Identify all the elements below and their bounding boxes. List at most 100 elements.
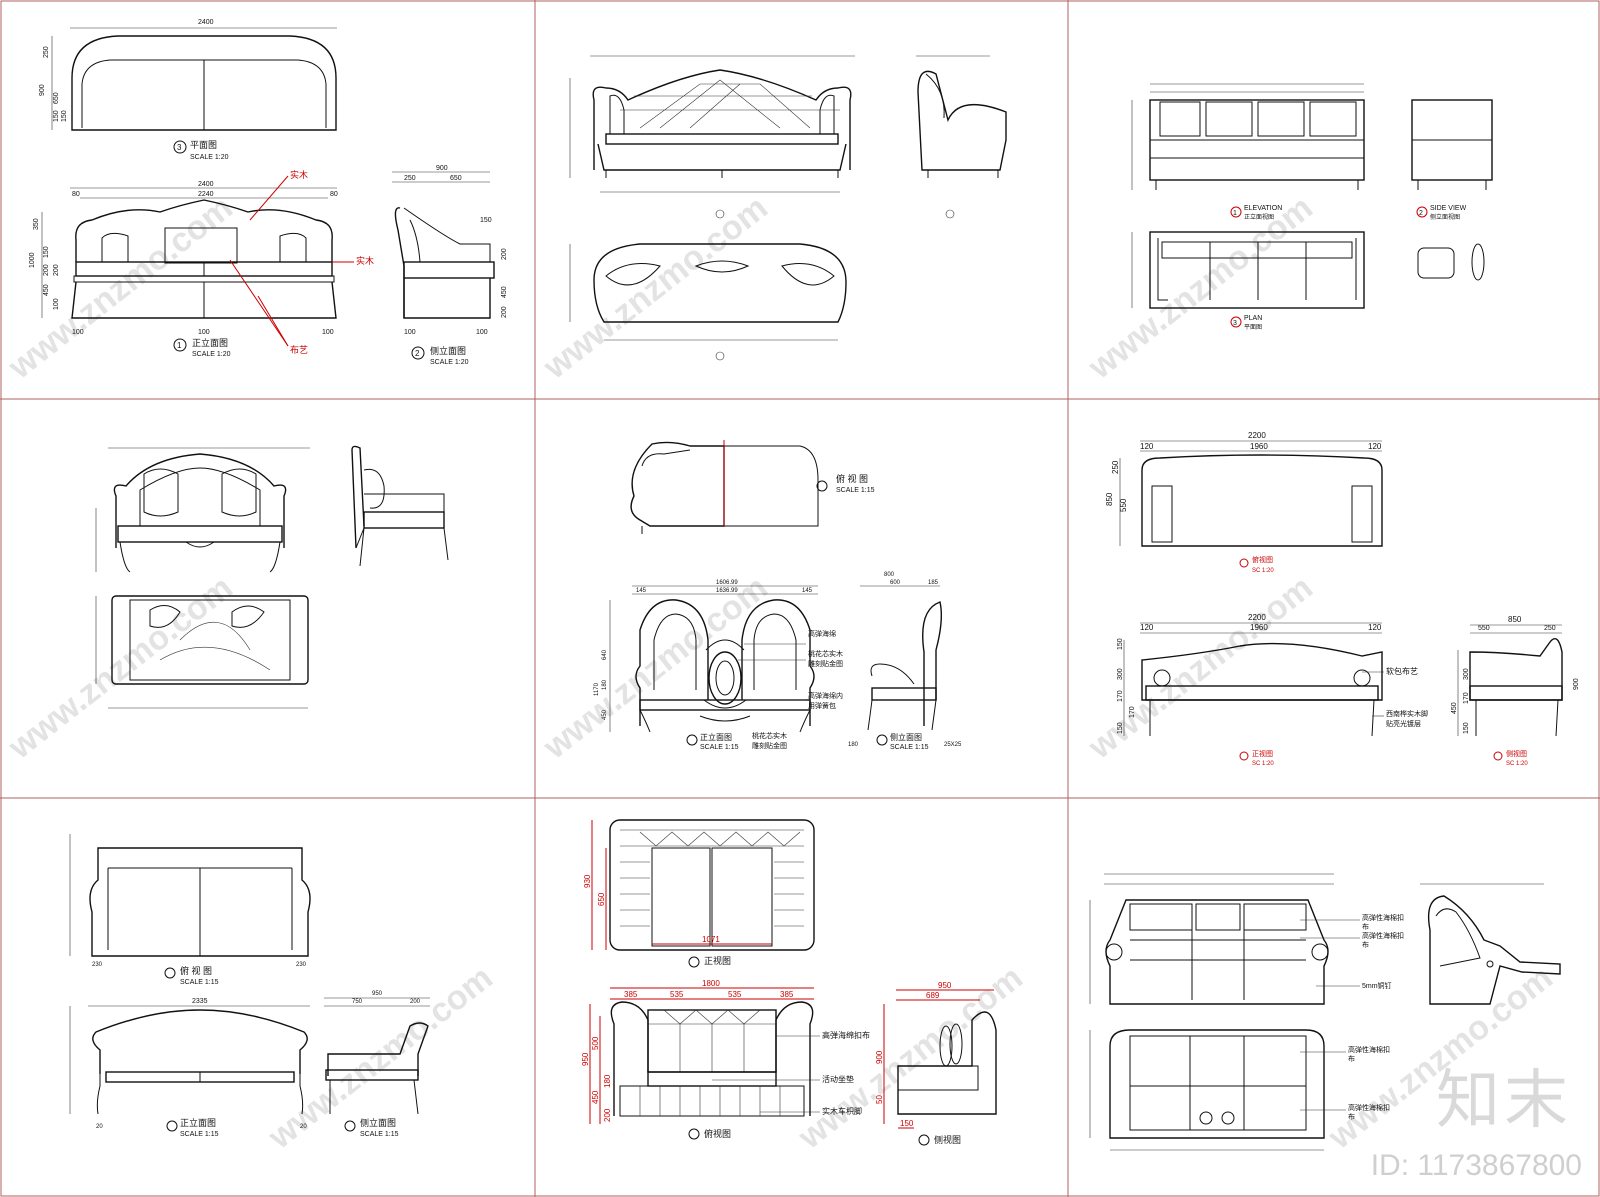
svg-text:正立面视图: 正立面视图 xyxy=(1244,213,1274,221)
svg-text:正立面图: 正立面图 xyxy=(700,732,732,742)
svg-text:1636.99: 1636.99 xyxy=(716,588,738,594)
svg-text:550: 550 xyxy=(1119,498,1128,512)
svg-text:100: 100 xyxy=(198,329,210,336)
svg-text:桃花芯实木: 桃花芯实木 xyxy=(808,649,843,658)
svg-text:正立面图: 正立面图 xyxy=(180,1117,216,1128)
svg-text:俯 视 图: 俯 视 图 xyxy=(836,473,868,484)
svg-text:100: 100 xyxy=(72,329,84,336)
svg-text:1000: 1000 xyxy=(29,252,36,268)
svg-text:SC 1:20: SC 1:20 xyxy=(1252,568,1274,574)
svg-text:侧视图: 侧视图 xyxy=(934,1134,961,1145)
svg-text:200: 200 xyxy=(43,264,50,276)
svg-text:385: 385 xyxy=(780,990,794,999)
panel-7-simple-sofa: 230 230 俯 视 图 SCALE 1:15 2335 20 20 正立面图… xyxy=(69,834,430,1138)
svg-text:www.znzmo.com: www.znzmo.com xyxy=(1,568,240,766)
svg-text:20: 20 xyxy=(96,1124,103,1130)
svg-text:120: 120 xyxy=(1368,442,1382,451)
svg-text:布: 布 xyxy=(1348,1112,1355,1121)
svg-text:120: 120 xyxy=(1140,442,1154,451)
svg-text:650: 650 xyxy=(450,175,462,182)
svg-text:桃花芯实木: 桃花芯实木 xyxy=(752,731,787,740)
svg-text:1606.99: 1606.99 xyxy=(716,580,738,586)
front-view-1: 2400 2240 80 80 350 1000 150 200 450 200… xyxy=(29,169,374,358)
svg-text:高弹海绵: 高弹海绵 xyxy=(808,629,836,638)
svg-text:SIDE VIEW: SIDE VIEW xyxy=(1430,205,1467,212)
svg-text:650: 650 xyxy=(53,92,60,104)
svg-text:150: 150 xyxy=(1117,722,1124,734)
svg-text:高弹性海棉扣: 高弹性海棉扣 xyxy=(1362,913,1404,922)
panel-8-chesterfield: 1071 930 650 正视图 1800 385 535 535 385 95… xyxy=(581,819,997,1146)
svg-text:2335: 2335 xyxy=(192,998,208,1005)
svg-text:俯 视 图: 俯 视 图 xyxy=(180,965,212,976)
svg-text:180: 180 xyxy=(848,742,859,748)
svg-text:145: 145 xyxy=(636,588,647,594)
svg-text:200: 200 xyxy=(53,264,60,276)
svg-text:实木: 实木 xyxy=(290,169,308,180)
svg-text:2400: 2400 xyxy=(198,19,214,26)
svg-text:布艺: 布艺 xyxy=(290,344,308,355)
svg-text:930: 930 xyxy=(583,874,592,888)
svg-text:正视图: 正视图 xyxy=(704,955,731,966)
svg-text:450: 450 xyxy=(602,709,608,720)
svg-text:600: 600 xyxy=(890,580,901,586)
svg-text:2: 2 xyxy=(415,349,420,358)
svg-text:侧立面图: 侧立面图 xyxy=(890,732,922,742)
svg-text:2200: 2200 xyxy=(1248,431,1266,440)
svg-text:1960: 1960 xyxy=(1250,442,1268,451)
svg-text:俯视图: 俯视图 xyxy=(1252,555,1273,564)
panel-6-camelback-sofa: 2200 1960 120 120 250 550 850 俯视图 SC 1:2… xyxy=(1105,431,1580,767)
svg-text:高弹性海棉扣: 高弹性海棉扣 xyxy=(1348,1045,1390,1054)
svg-text:200: 200 xyxy=(501,306,508,318)
svg-text:150: 150 xyxy=(1463,722,1470,734)
svg-text:平面图: 平面图 xyxy=(1244,324,1262,331)
svg-text:100: 100 xyxy=(322,329,334,336)
svg-text:1170: 1170 xyxy=(594,682,600,696)
svg-text:实木: 实木 xyxy=(356,255,374,266)
svg-text:平面图: 平面图 xyxy=(190,140,217,150)
svg-text:350: 350 xyxy=(33,218,40,230)
svg-text:www.znzmo.com: www.znzmo.com xyxy=(1081,188,1320,386)
svg-text:80: 80 xyxy=(330,191,338,198)
svg-text:500: 500 xyxy=(591,1036,600,1050)
svg-text:布: 布 xyxy=(1348,1054,1355,1063)
svg-text:640: 640 xyxy=(602,649,608,660)
svg-text:2: 2 xyxy=(1419,210,1423,217)
svg-text:西南桦实木脚: 西南桦实木脚 xyxy=(1386,709,1428,718)
svg-text:150: 150 xyxy=(900,1119,914,1128)
svg-text:SCALE 1:15: SCALE 1:15 xyxy=(836,487,875,494)
svg-text:650: 650 xyxy=(597,892,606,906)
svg-text:SCALE 1:20: SCALE 1:20 xyxy=(190,154,229,161)
svg-text:www.znzmo.com: www.znzmo.com xyxy=(536,188,775,386)
image-id-label: ID: 1173867800 xyxy=(1370,1149,1582,1182)
svg-text:www.znzmo.com: www.znzmo.com xyxy=(536,568,775,766)
svg-text:活动坐垫: 活动坐垫 xyxy=(822,1074,854,1084)
svg-text:SCALE 1:15: SCALE 1:15 xyxy=(180,1131,219,1138)
svg-text:高弹海绵扣布: 高弹海绵扣布 xyxy=(822,1030,870,1040)
svg-text:180: 180 xyxy=(603,1074,612,1088)
svg-text:450: 450 xyxy=(501,286,508,298)
svg-text:170: 170 xyxy=(1129,706,1136,718)
svg-text:200: 200 xyxy=(410,999,421,1005)
svg-text:230: 230 xyxy=(296,962,307,968)
svg-text:侧视图: 侧视图 xyxy=(1506,749,1527,758)
svg-text:120: 120 xyxy=(1140,623,1154,632)
svg-text:535: 535 xyxy=(728,990,742,999)
svg-text:150: 150 xyxy=(61,110,68,122)
svg-text:软包布艺: 软包布艺 xyxy=(1386,666,1418,676)
svg-text:200: 200 xyxy=(603,1108,612,1122)
svg-text:SCALE 1:15: SCALE 1:15 xyxy=(700,744,739,751)
panel-2-tufted-sofa xyxy=(569,55,1007,361)
svg-text:800: 800 xyxy=(884,572,895,578)
svg-text:100: 100 xyxy=(53,298,60,310)
svg-text:120: 120 xyxy=(1368,623,1382,632)
svg-text:200: 200 xyxy=(501,248,508,260)
svg-text:850: 850 xyxy=(1508,615,1522,624)
svg-text:900: 900 xyxy=(1573,678,1580,690)
svg-text:150: 150 xyxy=(1117,638,1124,650)
svg-text:145: 145 xyxy=(802,588,813,594)
svg-text:80: 80 xyxy=(72,191,80,198)
svg-text:2400: 2400 xyxy=(198,181,214,188)
svg-text:950: 950 xyxy=(581,1052,590,1066)
